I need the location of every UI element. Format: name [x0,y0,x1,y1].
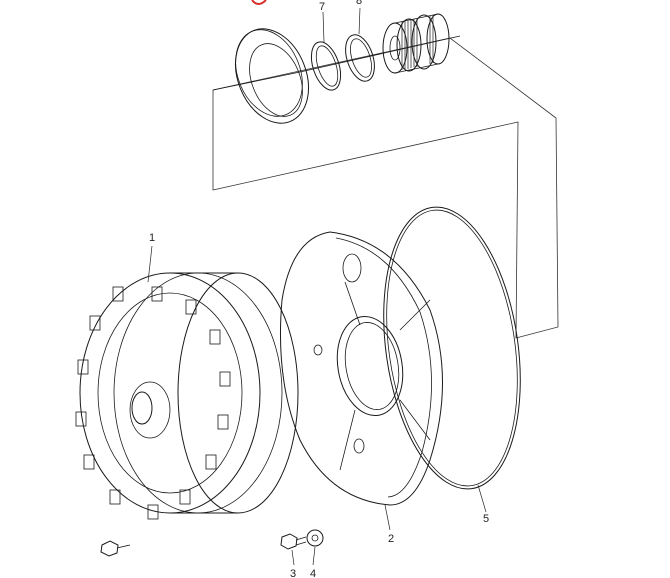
housing-2 [280,231,443,506]
washer-4 [306,529,324,547]
callout-1: 1 [149,232,155,244]
gasket-5 [383,206,521,490]
assembly-frame [212,37,559,339]
callout-2: 2 [388,533,394,545]
bolt-left [100,540,131,557]
o-ring-7 [310,41,342,91]
o-ring-8 [345,34,375,82]
callout-3: 3 [290,568,296,578]
seal-ring [235,28,309,124]
leader-lines [147,7,487,566]
highlight-mark [251,0,267,5]
callout-7: 7 [319,1,325,13]
callout-8: 8 [356,0,362,7]
hub-assembly [382,13,450,74]
torque-converter-1 [75,272,299,520]
callout-4: 4 [310,568,316,578]
bolt-3 [280,533,307,550]
callout-5: 5 [483,513,489,525]
